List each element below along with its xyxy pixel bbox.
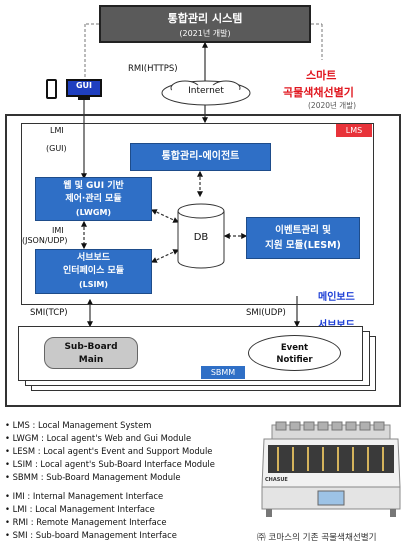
lwgm-module-box: 웹 및 GUI 기반 제어·관리 모듈 (LWGM) [35,177,152,221]
lwgm-line2: 제어·관리 모듈 [65,194,122,204]
event-notifier-line1: Event [280,343,309,353]
rmi-label: RMI(HTTPS) [128,64,178,74]
photo-caption: ㈜ 코마스의 기존 곡물색채선별기 [257,533,377,543]
mobile-phone-icon [46,79,57,99]
subboard-label: 서브보드 [318,316,355,331]
smi-udp-label: SMI(UDP) [246,308,286,318]
monitor-stand-icon [78,97,90,100]
smart-title-line1: 스마트 [306,69,337,82]
legend-item: • LMS : Local Management System [5,420,152,430]
legend-item: • LMI : Local Management Interface [5,504,155,514]
legend-item: • RMI : Remote Management Interface [5,517,167,527]
lesm-line1: 이벤트관리 및 [275,225,331,236]
lesm-line2: 지원 모듈(LESM) [265,240,341,251]
integrated-management-system-box: 통합관리 시스템 (2021년 개발) [99,5,311,43]
lsim-line1: 서브보드 [76,253,111,263]
smi-tcp-label: SMI(TCP) [30,308,68,318]
internet-label: Internet [188,86,224,96]
machine-brand-label: CHASUE [265,477,288,483]
legend-interfaces: • IMI : Internal Management Interface • … [5,490,177,542]
lesm-module-box: 이벤트관리 및 지원 모듈(LESM) [246,217,360,259]
monitor-icon [66,79,102,97]
legend-item: • LESM : Local agent's Event and Support… [5,446,213,456]
imi-label-line1: IMI [52,226,64,235]
smart-title-sub: (2020년 개발) [308,101,357,110]
sb-main-line1: Sub-Board [64,342,118,352]
event-notifier-line2: Notifier [276,355,313,365]
db-label: DB [193,232,209,243]
color-sorter-machine-image [258,417,404,525]
lsim-line3: (LSIM) [78,280,109,289]
imi-label-line2: (JSON/UDP) [22,236,68,245]
event-notifier-ellipse: Event Notifier [248,335,341,371]
agent-box-label: 통합관리-에이전트 [161,151,240,162]
sb-main-line2: Main [78,355,104,365]
legend-item: • SBMM : Sub-Board Management Module [5,472,181,482]
lmi-label-line2: (GUI) [46,144,67,153]
system-title: 통합관리 시스템 [167,12,243,25]
system-subtitle: (2021년 개발) [179,29,231,38]
lms-frame [21,123,374,305]
lsim-module-box: 서브보드 인터페이스 모듈 (LSIM) [35,249,152,294]
legend-item: • LSIM : Local agent's Sub-Board Interfa… [5,459,215,469]
gui-label: GUI [75,81,93,90]
lms-badge: LMS [336,124,372,137]
database-icon [177,203,225,269]
lwgm-line3: (LWGM) [75,208,112,217]
sbmm-badge: SBMM [201,366,245,379]
mainboard-label: 메인보드 [318,292,355,303]
management-agent-box: 통합관리-에이전트 [130,143,271,171]
legend-item: • SMI : Sub-board Management Interface [5,530,177,540]
internet-cloud-icon [161,80,251,106]
lsim-line2: 인터페이스 모듈 [62,266,125,276]
smart-sorter-frame [5,114,401,407]
subboard-main-box: Sub-Board Main [44,337,138,369]
smart-title-line2: 곡물색채선별기 [283,86,354,99]
lmi-label-line1: LMI [50,126,64,135]
legend-item: • IMI : Internal Management Interface [5,491,164,501]
legend-item: • LWGM : Local agent's Web and Gui Modul… [5,433,192,443]
legend-modules: • LMS : Local Management System • LWGM :… [5,419,215,484]
lwgm-line1: 웹 및 GUI 기반 [63,181,124,191]
